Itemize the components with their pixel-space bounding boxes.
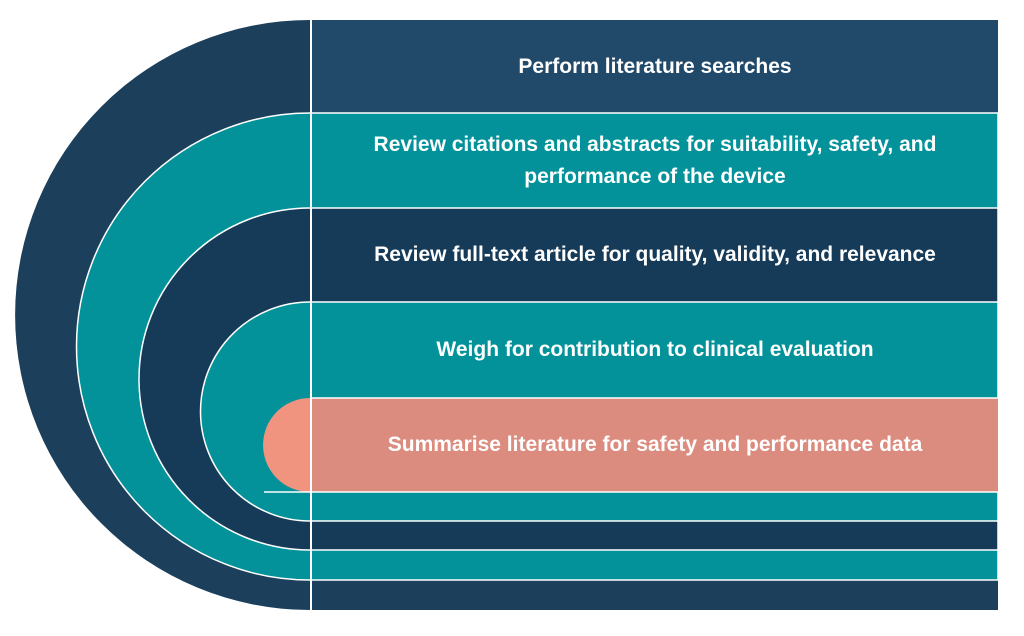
layer-3-label: Review full-text article for quality, va… [374, 243, 936, 266]
layer-5-label: Summarise literature for safety and perf… [387, 433, 923, 456]
layer-2-label: Review citations and abstracts for suita… [373, 132, 937, 188]
layer-1-band [310, 20, 998, 113]
layer-1-label: Perform literature searches [518, 54, 792, 78]
layer-5-band [310, 398, 998, 492]
layer-5-cap [263, 398, 310, 492]
layer-4-label: Weigh for contribution to clinical evalu… [436, 338, 874, 361]
